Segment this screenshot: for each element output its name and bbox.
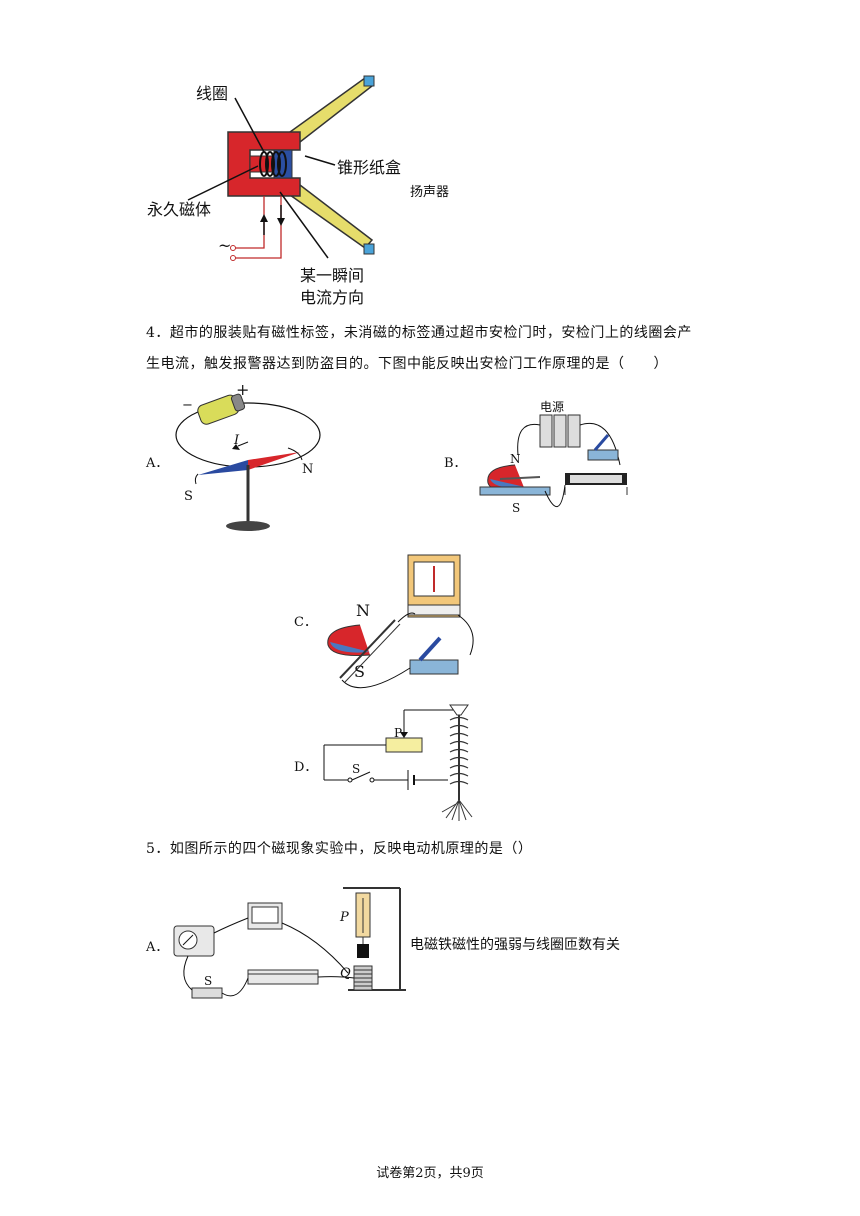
q4-option-b-power: 电源 [540, 400, 565, 414]
motor-circuit-diagram [479, 414, 628, 507]
question-4-line-2: 生电流，触发报警器达到防盗目的。下图中能反映出安检门工作原理的是（ ） [146, 356, 668, 372]
q4-option-b-south: S [512, 501, 521, 515]
generator-galvanometer-diagram [327, 554, 474, 689]
speaker-figure [140, 70, 470, 305]
q4-option-c-south: S [354, 662, 365, 681]
page-footer: 试卷第2页，共9页 [376, 1166, 484, 1181]
speaker-diagram [187, 75, 375, 261]
question-5-text: 5．如图所示的四个磁现象实验中，反映电动机原理的是（） [146, 841, 533, 857]
q4-option-d-slider: P [394, 726, 403, 740]
q4-option-d-switch: S [352, 762, 361, 776]
q4-option-a-current: I [234, 433, 240, 448]
q4-option-a-minus: − [182, 398, 193, 413]
q4-option-a-figure [168, 380, 328, 535]
q5-option-a-core: Q [340, 966, 351, 981]
speaker-ac-symbol: ~ [218, 236, 232, 255]
q4-option-c-label: C． [294, 615, 317, 630]
q4-option-a-plus: + [236, 380, 250, 399]
question-4-line-1: 4．超市的服装贴有磁性标签，未消磁的标签通过超市安检门时，安检门上的线圈会产 [146, 325, 692, 341]
q4-option-b-figure [470, 395, 640, 525]
q4-option-c-figure [320, 550, 490, 690]
q5-option-a-label: A． [146, 940, 169, 955]
q4-option-a-label: A． [146, 456, 169, 471]
q5-option-a-switch: S [204, 974, 213, 988]
speaker-cone-label: 锥形纸盒 [337, 158, 402, 177]
q5-option-a-figure [168, 878, 408, 1008]
speaker-coil-label: 线圈 [196, 84, 229, 103]
q4-option-d-figure [318, 700, 488, 825]
q4-option-c-north: N [356, 601, 370, 620]
q5-option-a-spring: P [340, 910, 349, 925]
speaker-magnet-label: 永久磁体 [147, 200, 212, 219]
q4-option-d-label: D． [294, 760, 318, 775]
speaker-current-label-2: 电流方向 [300, 288, 365, 307]
q4-option-a-north: N [302, 462, 314, 477]
speaker-caption: 扬声器 [410, 185, 450, 200]
q4-option-a-south: S [184, 489, 193, 504]
q5-option-a-caption: 电磁铁磁性的强弱与线圈匝数有关 [410, 937, 620, 953]
q4-option-b-north: N [510, 452, 521, 466]
electromagnet-spring-diagram [173, 887, 406, 999]
oersted-diagram [175, 393, 321, 531]
q4-option-b-label: B． [444, 456, 467, 471]
speaker-current-label-1: 某一瞬间 [300, 266, 365, 285]
electromagnet-circuit-diagram [323, 704, 473, 821]
